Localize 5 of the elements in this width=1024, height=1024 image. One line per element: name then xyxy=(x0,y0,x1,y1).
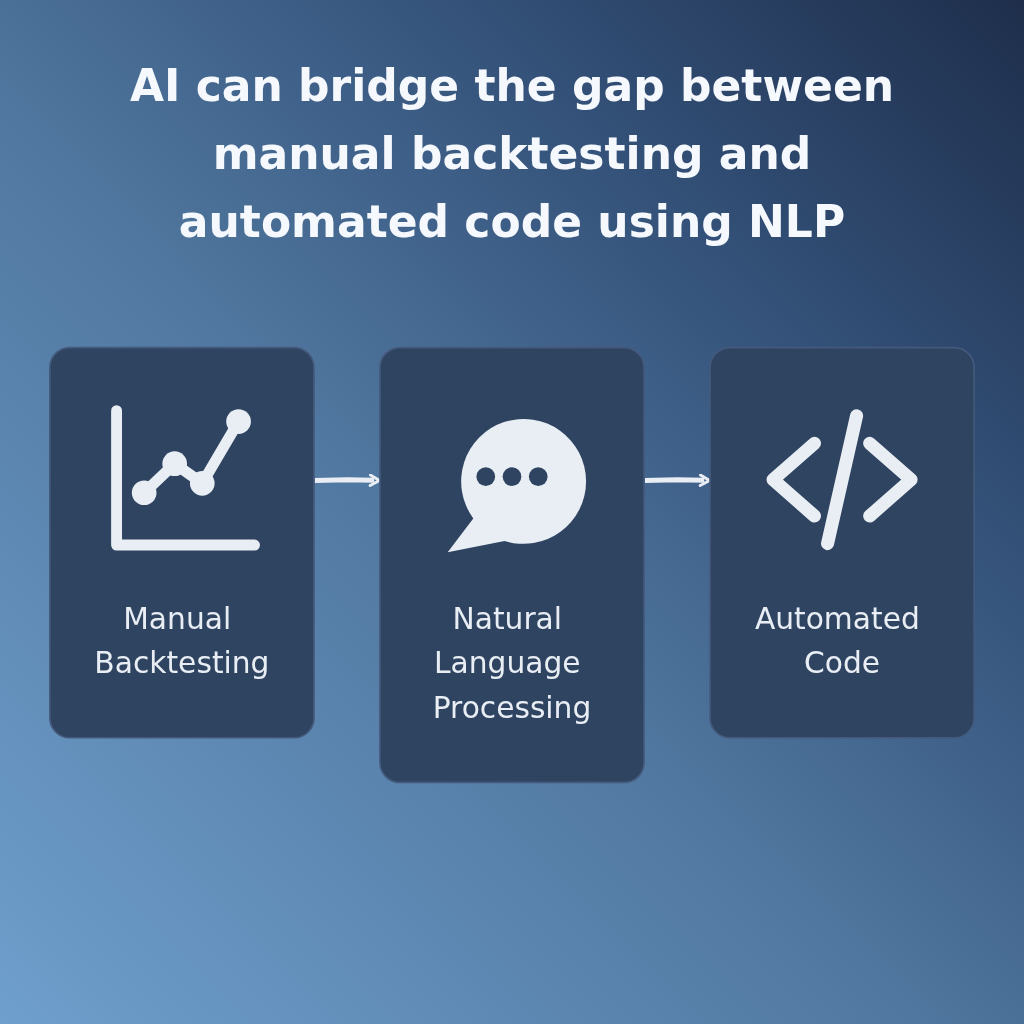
step-label: Automated Code xyxy=(753,599,921,683)
title: AI can bridge the gap between manual backtesting and automated code using NLP xyxy=(128,59,896,250)
arrow xyxy=(644,473,711,487)
step-label: Natural Language Processing xyxy=(431,599,593,727)
step-label: Manual Backtesting xyxy=(93,599,271,683)
